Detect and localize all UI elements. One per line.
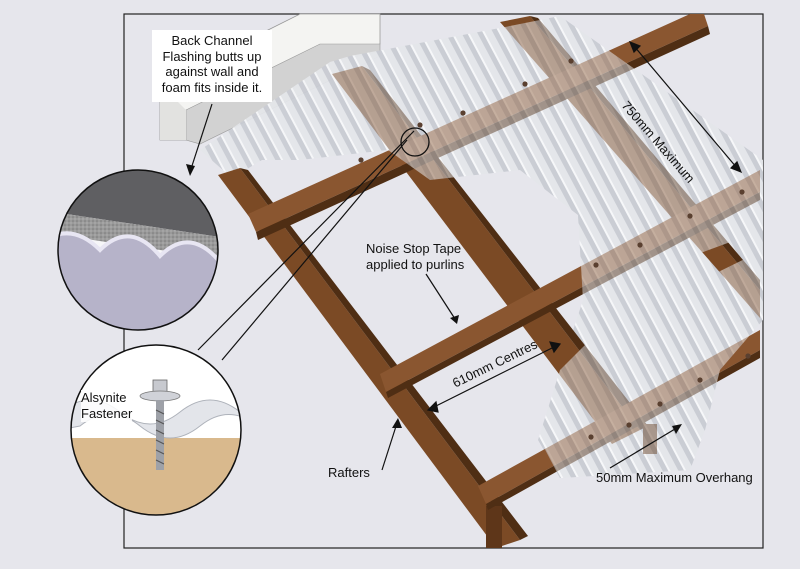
callout-line-2: Flashing butts up xyxy=(162,48,262,64)
dimension-750-arrow xyxy=(628,40,743,174)
overhang-label: 50mm Maximum Overhang xyxy=(596,470,753,485)
flashing-detail-circle xyxy=(57,169,219,331)
noise-stop-tape-label: Noise Stop Tape applied to purlins xyxy=(366,241,464,273)
fasteners xyxy=(358,58,751,440)
fastener-label-line-1: Alsynite xyxy=(81,390,127,405)
fastener-highlight-circle xyxy=(400,127,430,157)
fastener-label-line-2: Fastener xyxy=(81,406,133,421)
noise-stop-tape-line-1: Noise Stop Tape xyxy=(366,241,462,256)
rafters-label: Rafters xyxy=(328,465,370,480)
arrowheads xyxy=(186,164,682,434)
fastener-detail-circle xyxy=(70,344,242,516)
dimension-610-arrow xyxy=(426,341,562,413)
callout-line-4: foam fits inside it. xyxy=(161,79,263,95)
back-channel-flashing-callout: Back Channel Flashing butts up against w… xyxy=(152,30,272,102)
noise-stop-tape-line-2: applied to purlins xyxy=(366,257,465,272)
fastener-label: Alsynite Fastener xyxy=(81,390,133,422)
callout-line-3: against wall and xyxy=(165,64,259,79)
callout-line-1: Back Channel xyxy=(171,33,253,48)
leader-lines xyxy=(189,103,681,471)
